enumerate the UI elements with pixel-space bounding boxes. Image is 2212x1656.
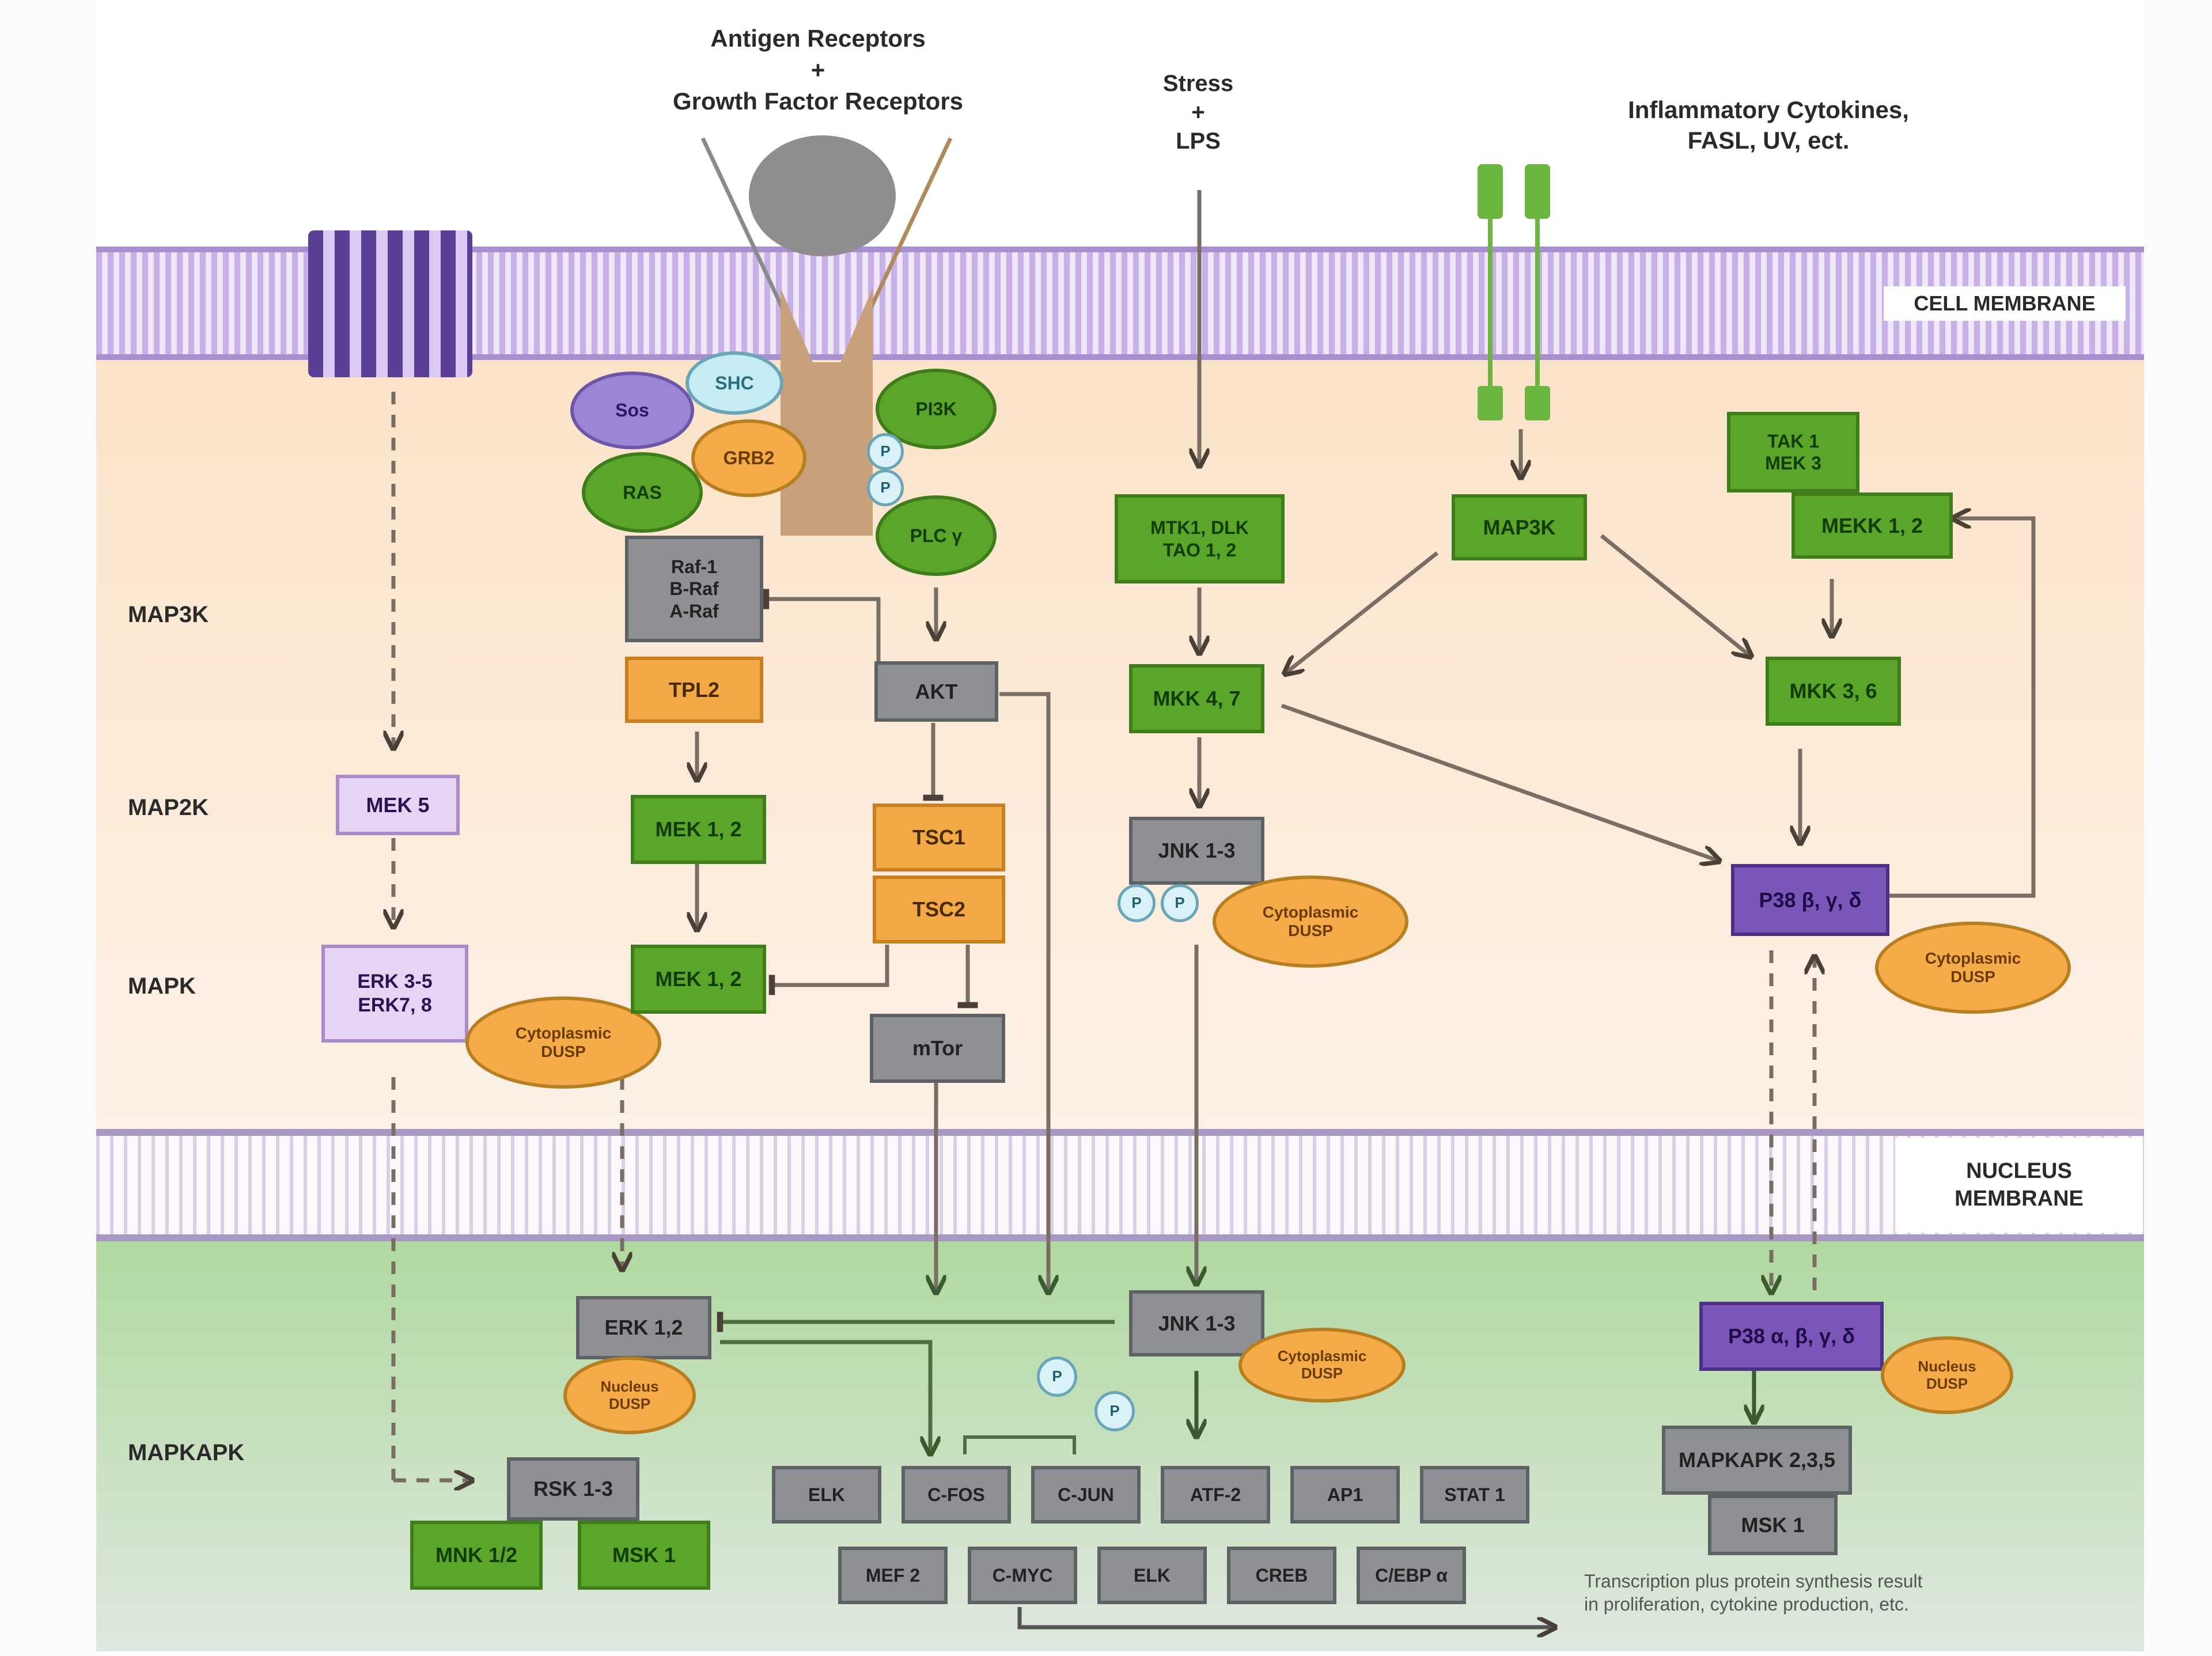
outcome-text: Transcription plus protein synthesis res… (1584, 1571, 1923, 1615)
jnk-cyto-node[interactable]: JNK 1-3 (1129, 817, 1264, 885)
tf-row-2: MEF 2 C-MYC ELK CREB C/EBP α (838, 1547, 1466, 1604)
phospho-icon-nuc-1: P (1037, 1356, 1077, 1397)
shc-node[interactable]: SHC (685, 351, 783, 415)
p38-nuclear-node[interactable]: P38 α, β, γ, δ (1699, 1302, 1884, 1371)
inhibit-tsc-to-mek (768, 945, 889, 995)
tsc1-node[interactable]: TSC1 (873, 804, 1005, 871)
arrow-to-outcome (1017, 1607, 1555, 1627)
mekk12-node[interactable]: MEKK 1, 2 (1791, 492, 1953, 559)
cytokine-receptor (1478, 164, 1552, 426)
gpcr-receptor (308, 230, 472, 377)
msk1-right-node[interactable]: MSK 1 (1708, 1495, 1838, 1555)
tf-ap1[interactable]: AP1 (1290, 1466, 1400, 1524)
tf-c-myc[interactable]: C-MYC (968, 1547, 1077, 1604)
mkk47-node[interactable]: MKK 4, 7 (1129, 664, 1264, 733)
receptor-leg-left (700, 137, 791, 324)
cytoplasmic-dusp-jnk[interactable]: Cytoplasmic DUSP (1213, 876, 1408, 968)
p38-cyto-node[interactable]: P38 β, γ, δ (1731, 864, 1889, 936)
mtor-node[interactable]: mTor (870, 1014, 1005, 1083)
arrow-map3k-to-mkk47 (1285, 551, 1439, 674)
stimulus-stress-lps: Stress + LPS (1162, 71, 1234, 154)
arrow-akt-to-nucleus (999, 692, 1048, 1293)
bracket-cfos-cjun (963, 1435, 1076, 1454)
inhibit-akt-to-raf (763, 589, 881, 688)
tak1-mek3-node[interactable]: TAK 1 MEK 3 (1727, 412, 1859, 492)
mkk36-node[interactable]: MKK 3, 6 (1766, 657, 1901, 726)
stimulus-inflammatory: Inflammatory Cytokines, FASL, UV, ect. (1628, 96, 1909, 154)
cytoplasmic-dusp-nuclear-jnk[interactable]: Cytoplasmic DUSP (1238, 1328, 1406, 1403)
cell-membrane-label: CELL MEMBRANE (1884, 286, 2126, 321)
mnk-node[interactable]: MNK 1/2 (410, 1521, 543, 1590)
nucleus-membrane-label: NUCLEUS MEMBRANE (1895, 1138, 2143, 1233)
tf-atf-2[interactable]: ATF-2 (1161, 1466, 1270, 1524)
tf-creb[interactable]: CREB (1227, 1547, 1336, 1604)
ras-node[interactable]: RAS (582, 452, 703, 533)
tf-row-1: ELK C-FOS C-JUN ATF-2 AP1 STAT 1 (772, 1466, 1529, 1524)
tf-elk[interactable]: ELK (772, 1466, 881, 1524)
arrow-erk-to-cfos (720, 1340, 930, 1454)
cytoplasmic-dusp-p38[interactable]: Cytoplasmic DUSP (1875, 922, 2071, 1014)
level-label-map2k: MAP2K (128, 795, 209, 820)
nuclear-dusp-p38[interactable]: Nucleus DUSP (1881, 1336, 2013, 1414)
phospho-icon-jnk-1: P (1118, 884, 1156, 922)
msk1-left-node[interactable]: MSK 1 (578, 1521, 710, 1590)
akt-node[interactable]: AKT (874, 661, 998, 722)
tf-mef2[interactable]: MEF 2 (838, 1547, 948, 1604)
tpl2-node[interactable]: TPL2 (625, 657, 763, 723)
cytoplasmic-dusp-erk35[interactable]: Cytoplasmic DUSP (465, 996, 661, 1089)
erk3-8-node[interactable]: ERK 3-5 ERK7, 8 (321, 945, 468, 1043)
tf-c-jun[interactable]: C-JUN (1031, 1466, 1141, 1524)
nuclear-dusp-erk[interactable]: Nucleus DUSP (563, 1356, 696, 1434)
phospho-icon-1: P (867, 433, 904, 470)
rsk-node[interactable]: RSK 1-3 (507, 1457, 639, 1521)
tf-c-fos[interactable]: C-FOS (902, 1466, 1011, 1524)
erk12-nuclear-node[interactable]: ERK 1,2 (576, 1296, 711, 1359)
mek12-node[interactable]: MEK 1, 2 (631, 795, 766, 864)
nucleus-membrane (96, 1129, 2144, 1241)
mek5-node[interactable]: MEK 5 (336, 775, 460, 835)
level-label-map3k: MAP3K (128, 602, 209, 627)
mapkapk-node[interactable]: MAPKAPK 2,3,5 (1662, 1426, 1852, 1495)
stimulus-antigen-growth-factor: Antigen Receptors + Growth Factor Recept… (672, 25, 964, 115)
arrow-mkk47-to-p38 (1281, 703, 1719, 861)
phospho-icon-2: P (867, 469, 904, 506)
level-label-mapk: MAPK (128, 973, 196, 999)
tf-cebp-alpha[interactable]: C/EBP α (1357, 1547, 1466, 1604)
sos-node[interactable]: Sos (570, 372, 694, 449)
ligand-icon (749, 135, 896, 256)
feedback-p38-to-mekk (1889, 518, 2036, 898)
extracellular-space (96, 0, 2144, 248)
phospho-icon-jnk-2: P (1161, 884, 1199, 922)
receptor-leg-right (862, 137, 953, 324)
grb2-node[interactable]: GRB2 (691, 419, 806, 497)
raf-node[interactable]: Raf-1 B-Raf A-Raf (625, 536, 763, 642)
plc-gamma-node[interactable]: PLC γ (876, 495, 997, 576)
tsc2-node[interactable]: TSC2 (873, 876, 1005, 943)
jnk-nuclear-node[interactable]: JNK 1-3 (1129, 1290, 1264, 1356)
erk12-cyto-node[interactable]: MEK 1, 2 (631, 945, 766, 1014)
mtk-dlk-tao-node[interactable]: MTK1, DLK TAO 1, 2 (1115, 494, 1285, 583)
level-label-mapkapk: MAPKAPK (128, 1440, 245, 1465)
arrow-map3k-to-mkk36 (1600, 534, 1751, 657)
map3k-node[interactable]: MAP3K (1452, 494, 1587, 560)
tf-stat1[interactable]: STAT 1 (1420, 1466, 1529, 1524)
phospho-icon-nuc-2: P (1094, 1391, 1135, 1431)
tf-elk-2[interactable]: ELK (1097, 1547, 1207, 1604)
